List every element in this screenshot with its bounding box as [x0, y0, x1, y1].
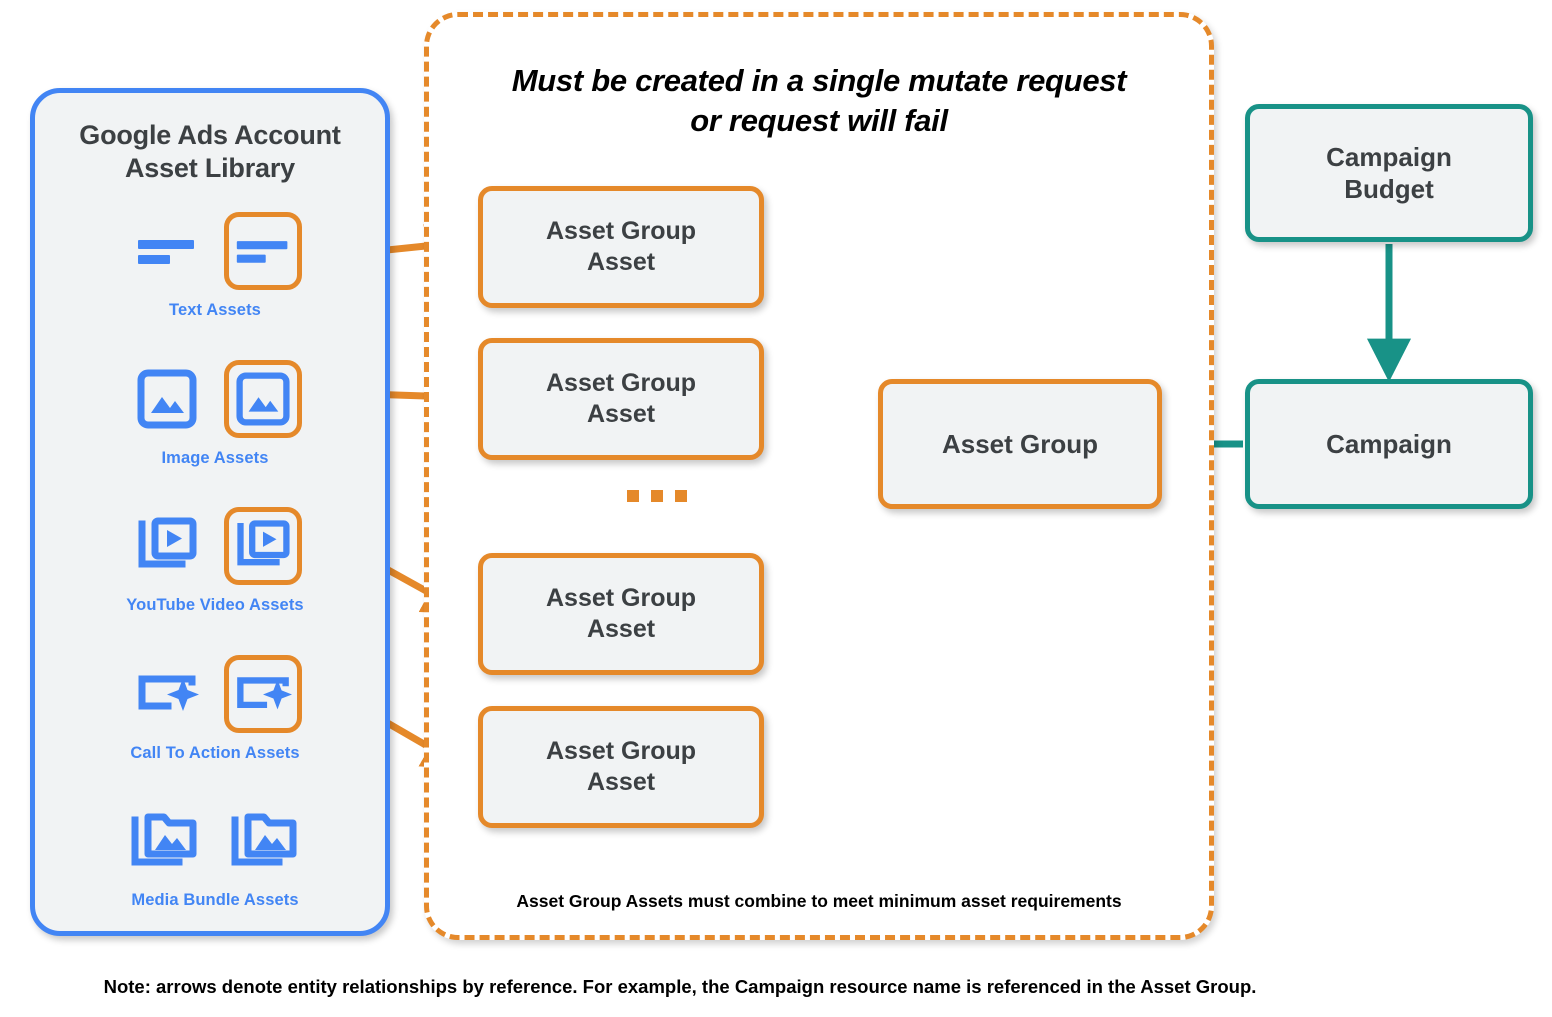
- asset-group-asset-node-3[interactable]: Asset Group Asset: [478, 553, 764, 675]
- asset-caption-cta-assets: Call To Action Assets: [130, 744, 300, 762]
- asset-row-video-assets[interactable]: YouTube Video Assets: [35, 498, 395, 615]
- campaign-budget-node[interactable]: Campaign Budget: [1245, 104, 1533, 242]
- asset-caption-video-assets: YouTube Video Assets: [126, 596, 304, 614]
- campaign-node[interactable]: Campaign: [1245, 379, 1533, 509]
- mutate-request-title: Must be created in a single mutate reque…: [511, 63, 1127, 139]
- asset-icons-text: [35, 203, 395, 299]
- asset-library-panel: Google Ads Account Asset Library Text: [30, 88, 390, 936]
- media-bundle-icon-2: [226, 802, 304, 880]
- asset-icons-media-bundle: [35, 793, 395, 889]
- asset-icons-video: [35, 498, 395, 594]
- text-lines-icon: [128, 212, 206, 290]
- asset-caption-text-assets: Text Assets: [169, 301, 261, 319]
- call-to-action-icon: [128, 655, 206, 733]
- asset-icons-image: [35, 351, 395, 447]
- ellipsis-dot-3: [675, 490, 687, 502]
- asset-row-media-bundle-assets[interactable]: Media Bundle Assets: [35, 793, 395, 910]
- asset-row-image-assets[interactable]: Image Assets: [35, 351, 395, 468]
- image-icon-highlighted[interactable]: [224, 360, 302, 438]
- ellipsis-indicator: [627, 490, 687, 502]
- footer-note: Note: arrows denote entity relationships…: [103, 976, 1257, 997]
- asset-caption-media-bundle-assets: Media Bundle Assets: [131, 891, 299, 909]
- asset-library-title: Google Ads Account Asset Library: [79, 120, 341, 183]
- asset-group-asset-node-1[interactable]: Asset Group Asset: [478, 186, 764, 308]
- ellipsis-dot-1: [627, 490, 639, 502]
- image-icon: [128, 360, 206, 438]
- asset-group-asset-node-2[interactable]: Asset Group Asset: [478, 338, 764, 460]
- asset-group-asset-node-4[interactable]: Asset Group Asset: [478, 706, 764, 828]
- ellipsis-dot-2: [651, 490, 663, 502]
- call-to-action-icon-highlighted[interactable]: [224, 655, 302, 733]
- video-stack-icon: [128, 507, 206, 585]
- text-lines-icon-highlighted[interactable]: [224, 212, 302, 290]
- asset-group-node[interactable]: Asset Group: [878, 379, 1162, 509]
- asset-icons-cta: [35, 646, 395, 742]
- asset-caption-image-assets: Image Assets: [161, 449, 269, 467]
- mutate-request-footnote: Asset Group Assets must combine to meet …: [516, 891, 1122, 911]
- asset-row-cta-assets[interactable]: Call To Action Assets: [35, 646, 395, 763]
- asset-row-text-assets[interactable]: Text Assets: [35, 203, 395, 320]
- video-stack-icon-highlighted[interactable]: [224, 507, 302, 585]
- media-bundle-icon: [126, 802, 204, 880]
